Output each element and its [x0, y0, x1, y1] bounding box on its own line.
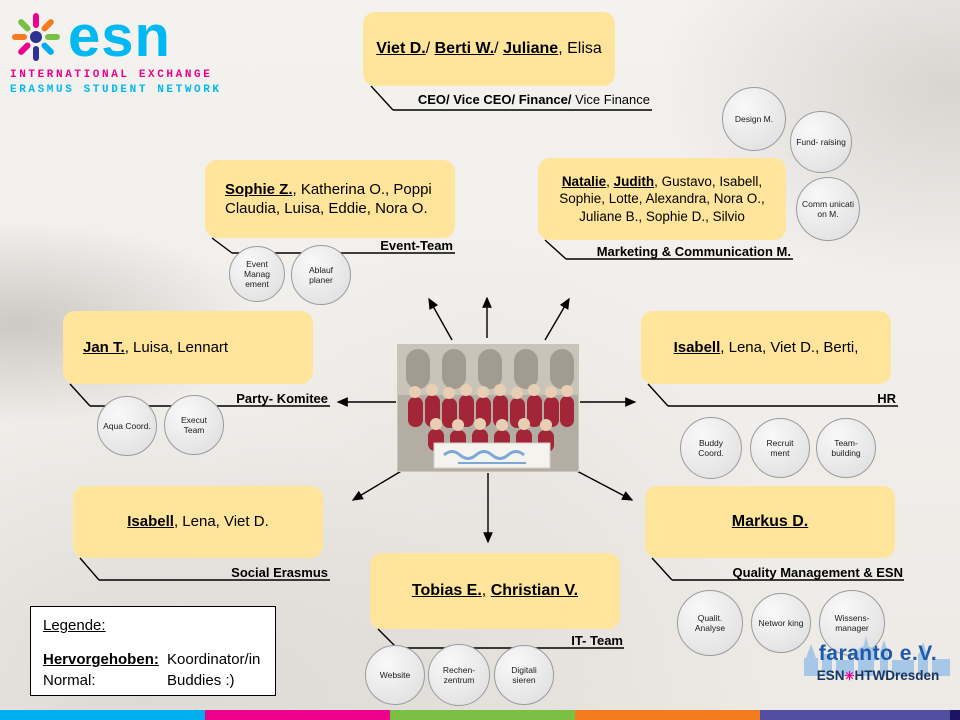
legend-value-buddies: Buddies :): [167, 671, 235, 689]
stripe-segment-magenta: [205, 710, 390, 720]
team-box-hr: Isabell, Lena, Viet D., Berti,: [641, 311, 891, 384]
social-members: Isabell, Lena, Viet D.: [127, 513, 269, 531]
esn-wordmark: esn: [68, 4, 171, 69]
stripe-segment-cyan: [0, 710, 205, 720]
callout-label-hr: HR: [877, 391, 896, 406]
esn-tagline-1: INTERNATIONAL EXCHANGE: [10, 69, 213, 81]
subteam-circle-buddy-coord: Buddy Coord.: [680, 417, 742, 479]
subteam-circle-rechenzentrum: Rechen- zentrum: [428, 644, 490, 706]
subteam-circle-teambuilding: Team- building: [816, 418, 876, 478]
callout-label-social: Social Erasmus: [231, 565, 328, 580]
legend-box: Legende: Hervorgehoben: Koordinator/in N…: [30, 606, 276, 696]
subteam-circle-communication: Comm unicati on M.: [796, 177, 860, 241]
callout-label-board: CEO/ Vice CEO/ Finance/ Vice Finance: [392, 92, 650, 107]
subteam-circle-execut-team: Execut Team: [164, 395, 224, 455]
callout-line-board-slant: [370, 85, 394, 111]
quality-members: Markus D.: [731, 512, 809, 530]
hr-members: Isabell, Lena, Viet D., Berti,: [673, 338, 859, 356]
arrow-down-left: [351, 469, 404, 501]
subteam-circle-networking: Networ king: [751, 593, 811, 653]
arrow-up-left: [428, 297, 453, 341]
board-label-bold: CEO/ Vice CEO/ Finance/: [417, 92, 572, 107]
legend-key-normal: Normal:: [43, 671, 96, 689]
team-box-it: Tobias E., Christian V.: [370, 553, 620, 629]
party-members: Jan T., Luisa, Lennart: [83, 338, 229, 356]
stripe-segment-orange: [575, 710, 760, 720]
callout-label-marketing: Marketing & Communication M.: [596, 244, 791, 259]
subteam-circle-recruitment: Recruit ment: [750, 418, 810, 478]
team-box-party: Jan T., Luisa, Lennart: [63, 311, 313, 384]
subteam-circle-fundraising: Fund- raising: [790, 111, 852, 173]
subteam-circle-event-management: Event Manag ement: [229, 246, 285, 302]
esn-tagline-2: ERASMUS STUDENT NETWORK: [10, 84, 222, 96]
arrow-down-right: [574, 469, 634, 501]
callout-label-event: Event-Team: [380, 238, 453, 253]
legend-value-coordinator: Koordinator/in: [167, 651, 261, 669]
faranto-sub-suffix: HTWDresden: [854, 668, 940, 683]
callout-line-event-slant: [211, 237, 233, 254]
callout-label-quality: Quality Management & ESN: [732, 565, 903, 580]
callout-label-party: Party- Komitee: [236, 391, 328, 406]
subteam-circle-aqua-coord: Aqua Coord.: [97, 396, 157, 456]
stripe-segment-green: [390, 710, 575, 720]
dresden-skyline-icon: [804, 636, 950, 676]
subteam-circle-design: Design M.: [722, 87, 786, 151]
legend-title: Legende:: [43, 617, 106, 634]
callout-line-party-slant: [69, 383, 91, 407]
stripe-segment-purple: [760, 710, 950, 720]
callout-line-social-slant: [79, 557, 100, 581]
it-members: Tobias E., Christian V.: [411, 581, 579, 599]
subteam-circle-website: Website: [365, 645, 425, 705]
team-box-event: Sophie Z., Katherina O., Poppi Claudia, …: [205, 160, 455, 238]
esn-star-icon: [12, 13, 60, 61]
footer-color-stripe: [0, 710, 960, 720]
marketing-members: Natalie, Judith, Gustavo, Isabell, Sophi…: [559, 173, 765, 224]
team-box-board: Viet D./ Berti W./ Juliane, Elisa: [363, 12, 615, 86]
board-members: Viet D./ Berti W./ Juliane, Elisa: [376, 39, 602, 57]
team-box-social: Isabell, Lena, Viet D.: [73, 486, 323, 558]
subteam-circle-qualit-analyse: Qualit. Analyse: [677, 590, 743, 656]
subteam-circle-ablaufplaner: Ablauf planer: [291, 245, 351, 305]
esn-logo: esn INTERNATIONAL EXCHANGE ERASMUS STUDE…: [10, 4, 245, 97]
faranto-subtitle: ESN✳HTWDresden: [800, 668, 956, 683]
faranto-name: faranto e.V.: [818, 642, 938, 665]
subteam-circle-digitalisieren: Digitali sieren: [494, 645, 554, 705]
subteam-circle-wissensmanager: Wissens- manager: [819, 590, 885, 656]
event-members: Sophie Z., Katherina O., Poppi Claudia, …: [225, 180, 432, 218]
team-box-marketing: Natalie, Judith, Gustavo, Isabell, Sophi…: [538, 158, 786, 240]
stripe-segment-navy: [950, 710, 960, 720]
board-label-normal: Vice Finance: [571, 92, 650, 107]
team-box-quality: Markus D.: [645, 486, 895, 558]
legend-key-highlighted: Hervorgehoben:: [43, 651, 159, 669]
faranto-logo: faranto e.V. ESN✳HTWDresden: [800, 636, 956, 683]
arrow-up-right: [544, 297, 570, 341]
esn-star-glyph: ✳: [844, 669, 855, 683]
callout-label-it: IT- Team: [571, 633, 623, 648]
team-photo: [398, 345, 578, 471]
faranto-sub-prefix: ESN: [816, 668, 845, 683]
callout-line-hr-slant: [647, 383, 669, 407]
